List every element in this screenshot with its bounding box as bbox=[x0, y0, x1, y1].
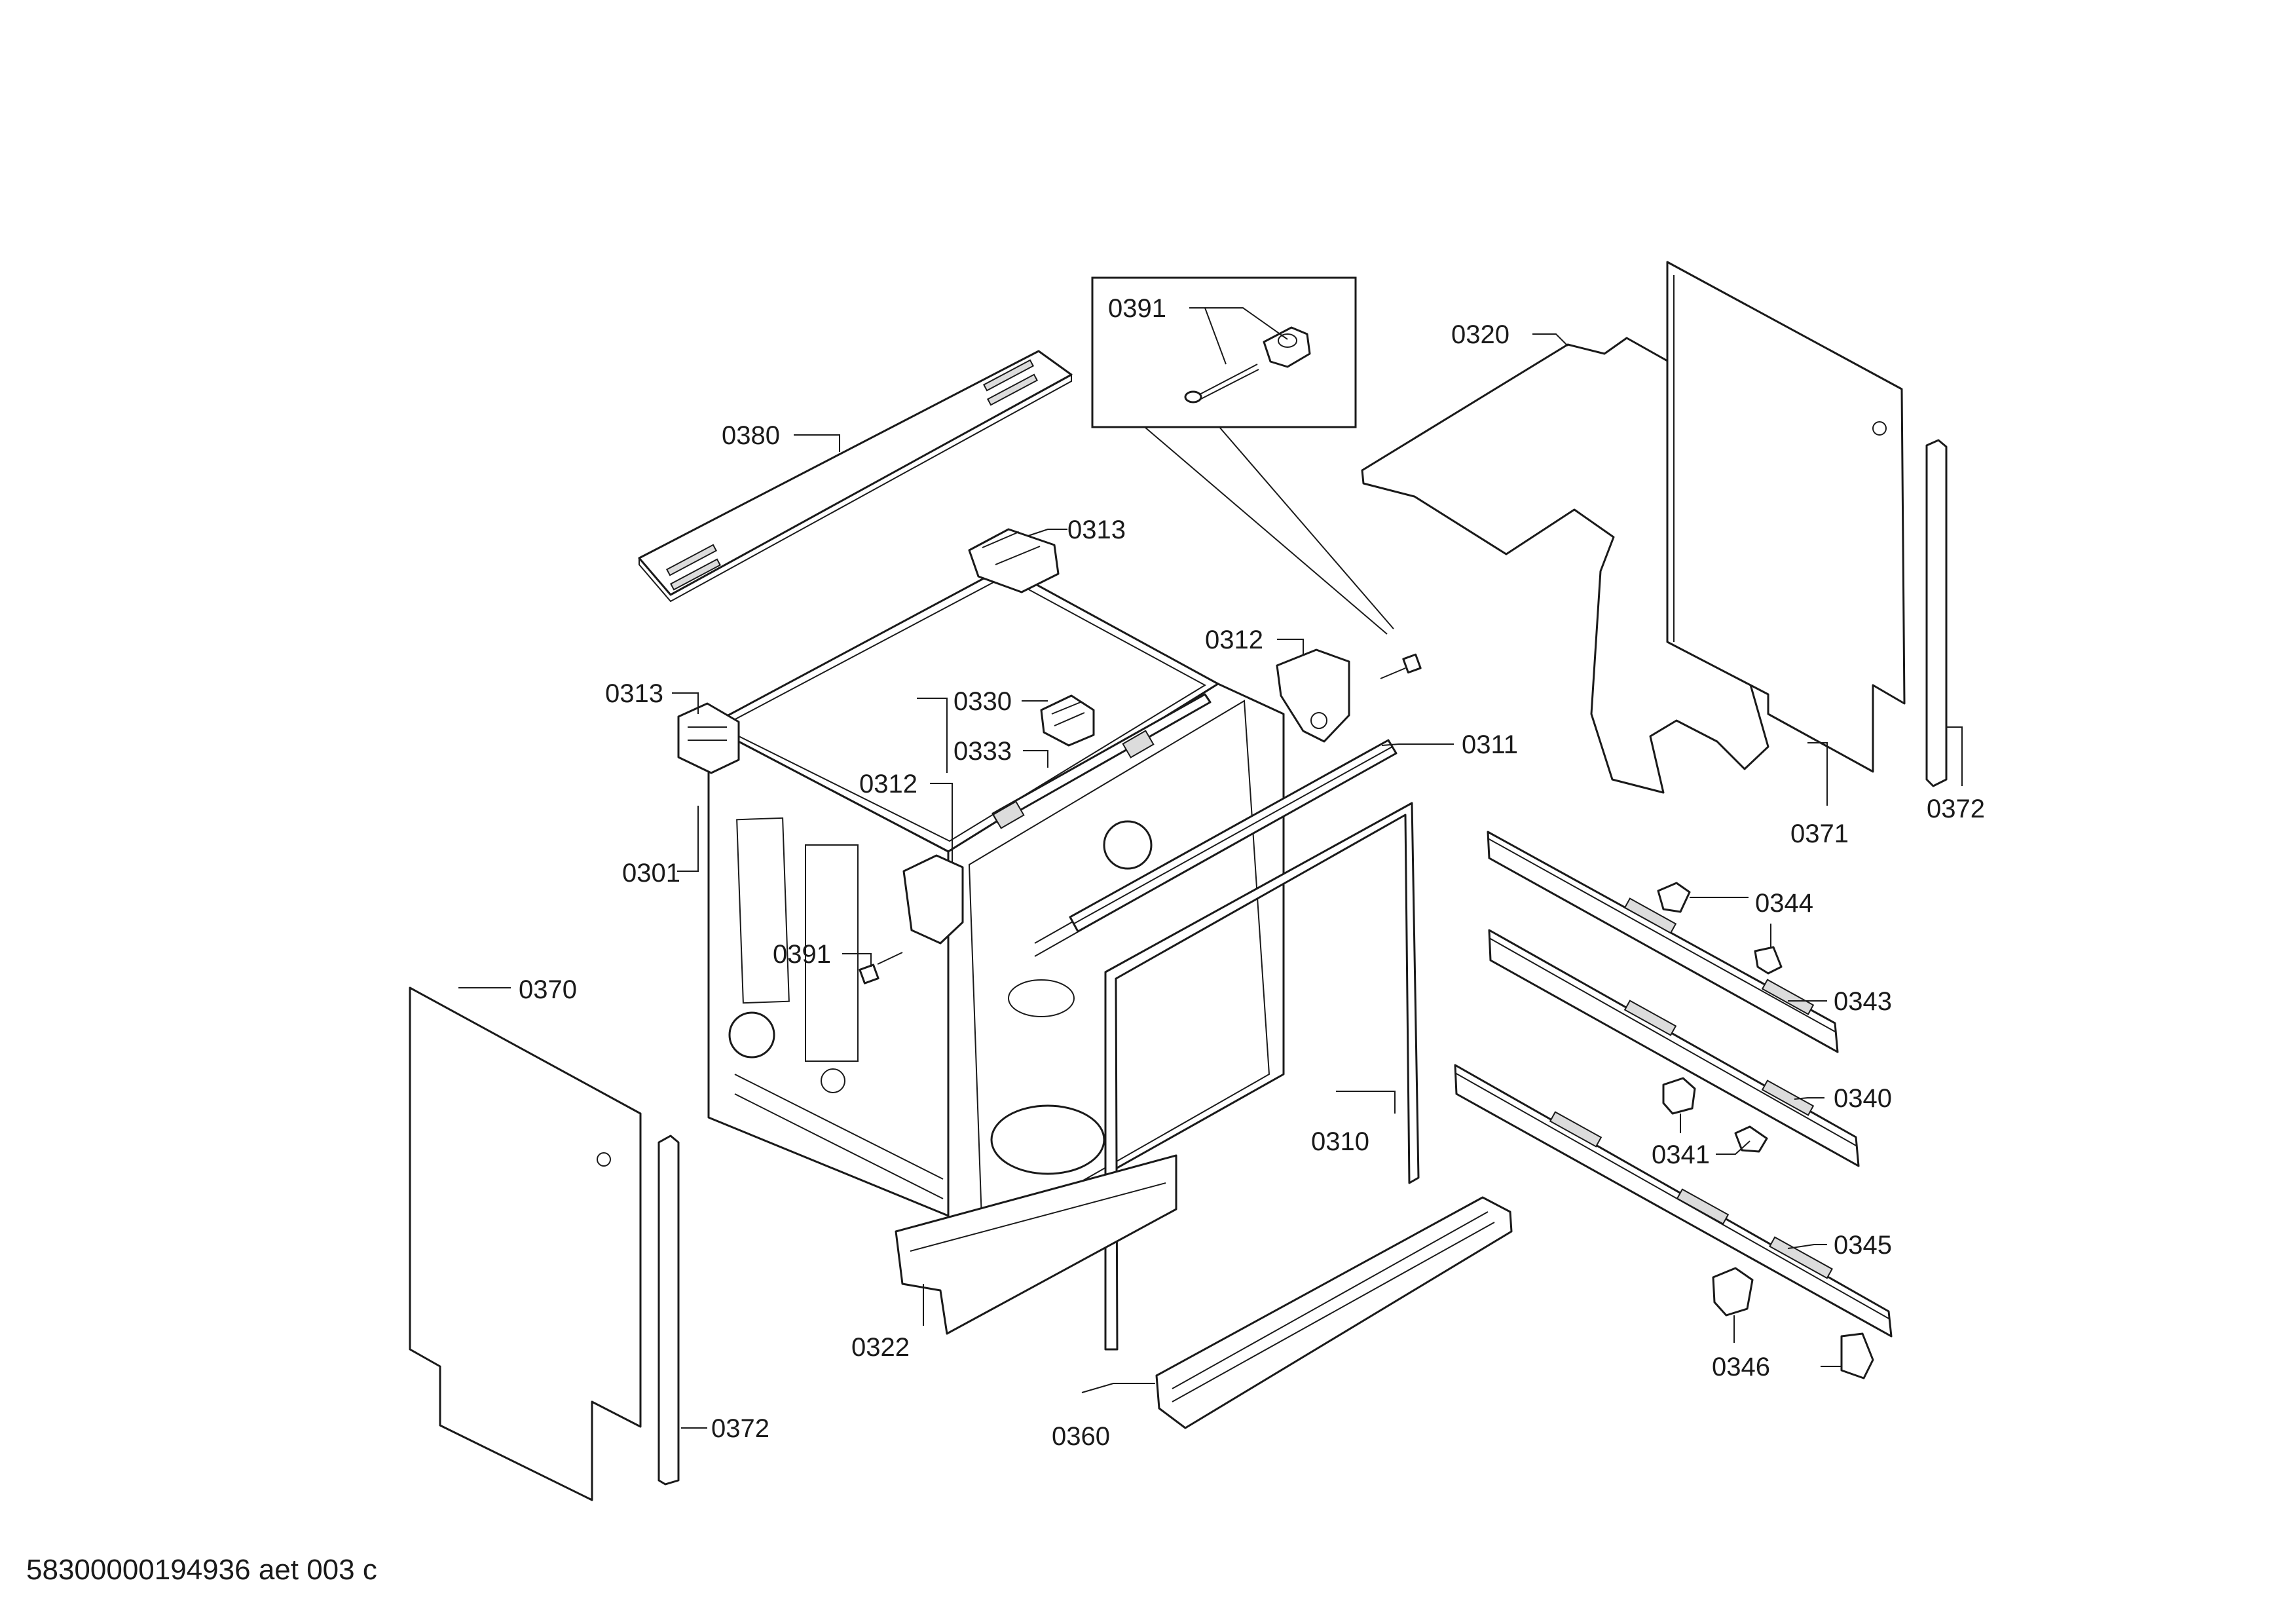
callout-0345: 0345 bbox=[1834, 1231, 1892, 1260]
callout-0330: 0330 bbox=[954, 687, 1012, 716]
callout-0311: 0311 bbox=[1462, 730, 1518, 759]
part-0391-screw: 0391 bbox=[773, 940, 903, 985]
callout-0340: 0340 bbox=[1834, 1084, 1892, 1113]
callout-0360: 0360 bbox=[1052, 1422, 1110, 1451]
callout-0380: 0380 bbox=[722, 421, 780, 450]
part-0330-hinge: 0330 0333 bbox=[954, 687, 1095, 768]
callout-0341: 0341 bbox=[1652, 1140, 1710, 1169]
callout-0370: 0370 bbox=[519, 975, 577, 1004]
part-0372-strip-left: 0372 bbox=[657, 1135, 769, 1486]
callout-0313-left: 0313 bbox=[605, 679, 663, 708]
callout-0391-mid: 0391 bbox=[773, 940, 831, 969]
callout-0312-left: 0312 bbox=[859, 770, 917, 798]
part-0312-left-bracket: 0312 bbox=[859, 770, 964, 945]
anchor-part bbox=[1263, 326, 1311, 368]
callout-0346: 0346 bbox=[1712, 1353, 1770, 1381]
callout-0372-bottom: 0372 bbox=[711, 1414, 769, 1443]
callout-0391-top: 0391 bbox=[1108, 294, 1166, 323]
callout-0333: 0333 bbox=[954, 737, 1012, 766]
screw-part bbox=[1184, 364, 1259, 404]
callout-0344: 0344 bbox=[1755, 889, 1813, 918]
part-0370-side-panel: 0370 bbox=[409, 975, 642, 1501]
document-id: 58300000194936 aet 003 c bbox=[26, 1554, 377, 1586]
callout-0320: 0320 bbox=[1451, 320, 1509, 349]
part-0313-top-bracket: 0313 bbox=[968, 516, 1126, 593]
callout-0372-right: 0372 bbox=[1927, 795, 1985, 823]
screw-small-part bbox=[1380, 653, 1422, 679]
part-0372-strip-right: 0372 bbox=[1925, 439, 1985, 823]
part-0346-clip: 0346 bbox=[1712, 1267, 1874, 1381]
callout-0313-top: 0313 bbox=[1067, 516, 1126, 544]
callout-0371: 0371 bbox=[1790, 819, 1849, 848]
part-0311-seal-strip: 0311 bbox=[1069, 730, 1518, 933]
part-0360-kickplate: 0360 bbox=[1052, 1196, 1513, 1451]
part-0312-right-bracket: 0312 bbox=[1205, 626, 1350, 743]
callout-0301: 0301 bbox=[622, 859, 680, 888]
part-0340-rail: 0340 bbox=[1488, 929, 1892, 1167]
part-0380-top-plate: 0380 bbox=[638, 350, 1073, 603]
callout-0322: 0322 bbox=[851, 1333, 910, 1362]
part-0322-base: 0322 bbox=[851, 1154, 1177, 1362]
part-0313-left-bracket: 0313 bbox=[605, 679, 740, 774]
part-0341-clip: 0341 bbox=[1652, 1077, 1768, 1169]
callout-0312-right: 0312 bbox=[1205, 626, 1263, 654]
part-0371-rear-panel: 0371 bbox=[1666, 261, 1906, 848]
part-0344-clip: 0344 bbox=[1657, 882, 1813, 975]
part-0343-rail: 0343 bbox=[1487, 831, 1892, 1053]
detail-inset-0391: 0391 bbox=[1091, 276, 1394, 635]
callout-0310: 0310 bbox=[1311, 1127, 1369, 1156]
callout-0343: 0343 bbox=[1834, 987, 1892, 1016]
part-0345-rail: 0345 bbox=[1454, 1064, 1893, 1338]
